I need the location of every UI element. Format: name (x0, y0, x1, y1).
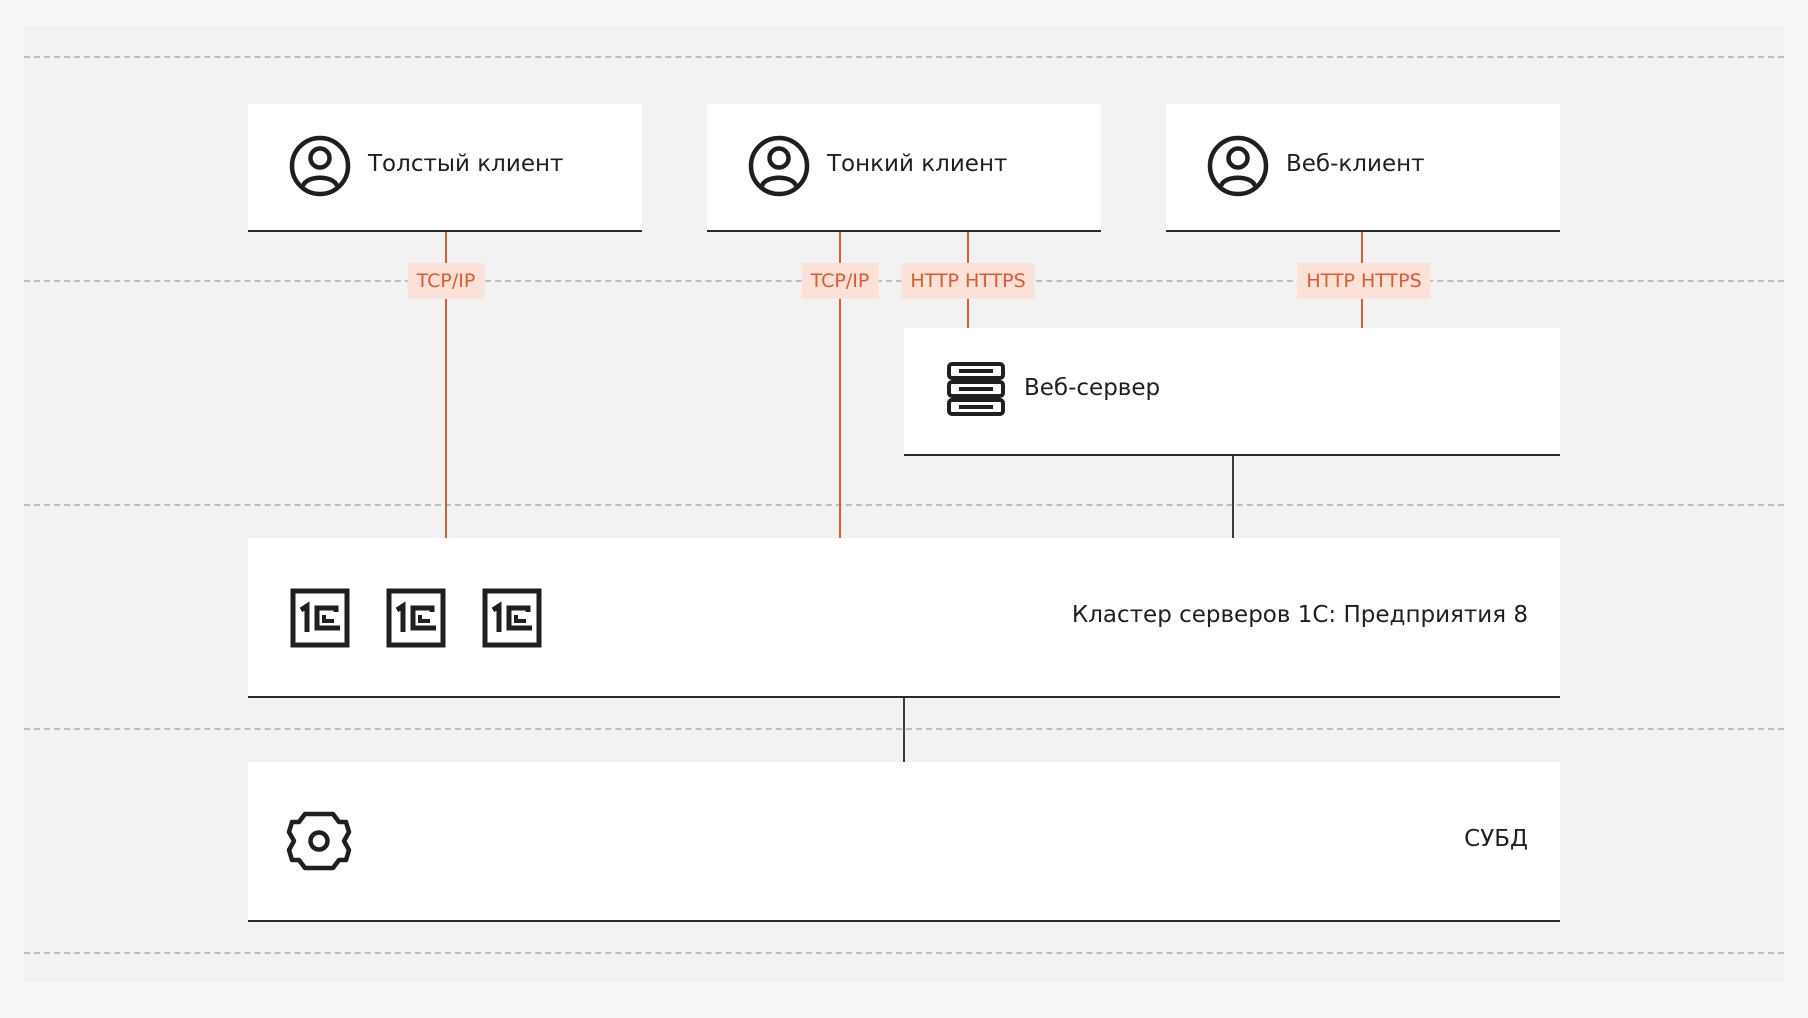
protocol-tag-web-http: HTTP HTTPS (1297, 263, 1431, 299)
server-rack-icon (947, 362, 1005, 416)
user-circle-icon (748, 135, 810, 197)
separator-line (24, 504, 1784, 506)
client-box-thin: Тонкий клиент (707, 104, 1101, 232)
web-server-label: Веб-сервер (1024, 375, 1161, 401)
gear-icon (286, 811, 352, 871)
protocol-tag-thin-tcp: TCP/IP (801, 263, 879, 299)
cluster-box: Кластер серверов 1С: Предприятия 8 (248, 538, 1560, 698)
client-label-thin: Тонкий клиент (827, 151, 1008, 177)
client-box-thick: Толстый клиент (248, 104, 642, 232)
separator-line (24, 56, 1784, 58)
client-label-web: Веб-клиент (1286, 151, 1425, 177)
1c-logo-icon (482, 588, 542, 648)
protocol-tag-thin-http: HTTP HTTPS (901, 263, 1035, 299)
1c-logo-icon (290, 588, 350, 648)
web-server-box: Веб-сервер (904, 328, 1560, 456)
dbms-label: СУБД (1464, 826, 1528, 852)
client-label-thick: Толстый клиент (368, 151, 564, 177)
dbms-box: СУБД (248, 762, 1560, 922)
connector-thick-to-cluster (445, 232, 447, 538)
user-circle-icon (289, 135, 351, 197)
user-circle-icon (1207, 135, 1269, 197)
connector-webserver-to-cluster (1232, 456, 1234, 538)
1c-logo-icon (386, 588, 446, 648)
cluster-label: Кластер серверов 1С: Предприятия 8 (1071, 602, 1528, 628)
client-box-web: Веб-клиент (1166, 104, 1560, 232)
connector-thin-to-cluster (839, 232, 841, 538)
protocol-tag-thick-tcp: TCP/IP (407, 263, 485, 299)
connector-cluster-to-dbms (903, 698, 905, 762)
separator-line (24, 952, 1784, 954)
